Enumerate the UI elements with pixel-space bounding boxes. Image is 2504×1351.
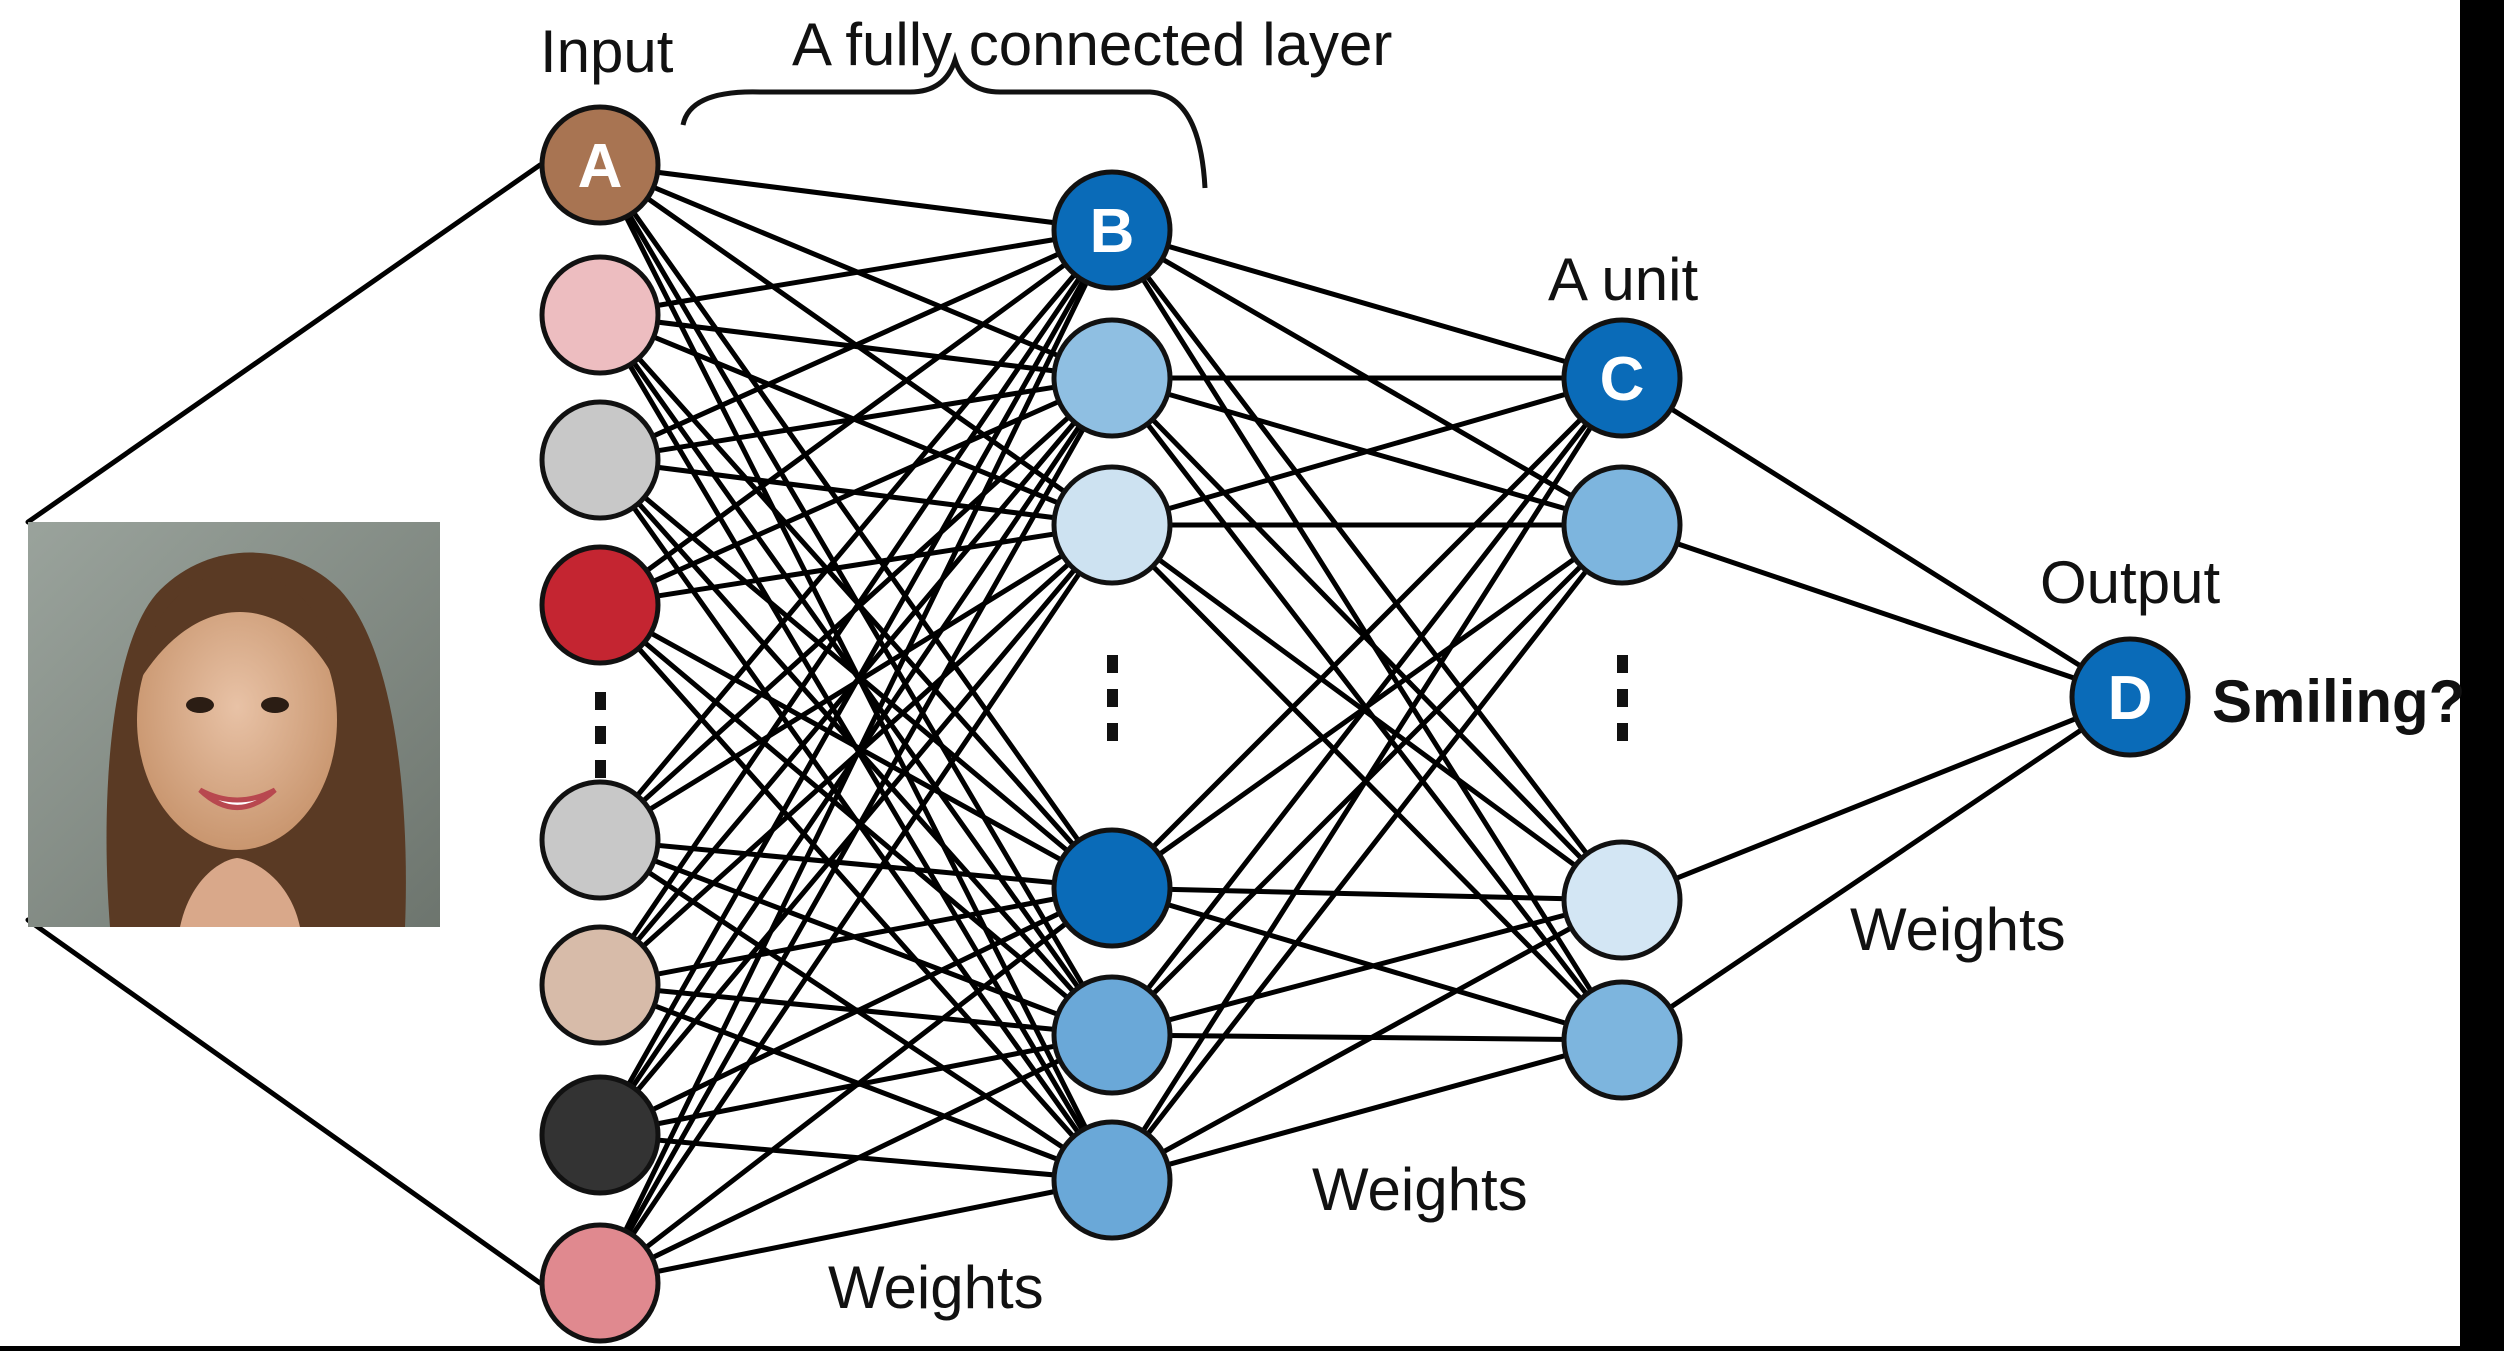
network-node-l1-2 — [1051, 464, 1173, 586]
edge — [597, 375, 1115, 1286]
connection-edges — [597, 162, 2133, 1286]
edge — [1109, 1037, 1625, 1183]
network-node-l0-4 — [539, 779, 661, 901]
network-node-l0-5 — [539, 924, 661, 1046]
ellipsis-dots — [595, 655, 1628, 778]
network-node-l1-3 — [1051, 827, 1173, 949]
node-letter-A: A — [578, 132, 623, 201]
network-node-l0-2 — [539, 399, 661, 521]
edge — [597, 227, 1115, 1286]
edge — [1109, 375, 1625, 1183]
edge — [597, 227, 1115, 463]
network-node-l1-5 — [1051, 1119, 1173, 1241]
edge — [1109, 375, 1625, 1038]
edge — [1619, 694, 2133, 1043]
input-label: Input — [540, 18, 674, 85]
network-node-l2-3 — [1561, 979, 1683, 1101]
edge — [1619, 522, 2133, 700]
weights-label-1: Weights — [828, 1254, 1044, 1321]
network-node-l0-0: A — [539, 104, 661, 226]
network-node-l2-1 — [1561, 464, 1683, 586]
fc-layer-label: A fully connected layer — [792, 11, 1392, 78]
edge — [1109, 885, 1625, 903]
network-node-l0-7 — [539, 1222, 661, 1344]
edge — [1109, 227, 1625, 903]
edge — [1109, 897, 1625, 1038]
edge — [1109, 227, 1625, 381]
edge — [1109, 885, 1625, 1043]
edge — [597, 227, 1115, 843]
edge — [1109, 375, 1625, 528]
network-node-l0-6 — [539, 1074, 661, 1196]
node-letter-C: C — [1600, 345, 1645, 414]
network-node-l1-4 — [1051, 974, 1173, 1096]
weights-label-2: Weights — [1312, 1156, 1528, 1223]
edge — [597, 162, 1115, 891]
edge — [597, 602, 1115, 1038]
node-letter-B: B — [1090, 197, 1135, 266]
edge — [597, 227, 1115, 988]
edge — [597, 227, 1115, 318]
weights-label-3: Weights — [1850, 896, 2066, 963]
edge — [597, 457, 1115, 891]
network-node-l3-0: D — [2069, 636, 2191, 758]
edge — [1109, 375, 1625, 891]
edge — [597, 162, 1115, 233]
edge — [597, 375, 1115, 608]
network-node-l1-0: B — [1051, 169, 1173, 291]
network-nodes: A B C D — [539, 104, 2191, 1344]
result-label: Smiling? — [2212, 668, 2465, 735]
face-photo — [28, 522, 440, 927]
edge — [597, 227, 1115, 1138]
edge — [1619, 375, 2133, 700]
edge — [597, 885, 1115, 988]
unit-label: A unit — [1548, 246, 1698, 313]
edge — [597, 1032, 1115, 1286]
edge — [597, 885, 1115, 1138]
edge — [597, 602, 1115, 891]
edge — [597, 522, 1115, 1286]
edge — [597, 602, 1115, 1183]
photo-connector-top — [25, 162, 543, 525]
edge — [1109, 897, 1625, 1183]
edge — [597, 837, 1115, 891]
edge — [597, 227, 1115, 608]
edge — [1109, 375, 1625, 903]
output-label: Output — [2040, 549, 2220, 616]
edge — [597, 312, 1115, 891]
edge — [1109, 522, 1625, 903]
photo-connector-bottom — [25, 917, 543, 1286]
network-node-l0-3 — [539, 544, 661, 666]
edge — [1109, 522, 1625, 1183]
edge — [597, 522, 1115, 608]
network-node-l2-2 — [1561, 839, 1683, 961]
edge — [597, 1177, 1115, 1286]
edge — [1619, 694, 2133, 903]
network-node-l1-1 — [1051, 317, 1173, 439]
edge — [597, 885, 1115, 1286]
layer-brace — [680, 51, 1208, 189]
network-node-l2-0: C — [1561, 317, 1683, 439]
network-node-l0-1 — [539, 254, 661, 376]
node-letter-D: D — [2108, 664, 2153, 733]
